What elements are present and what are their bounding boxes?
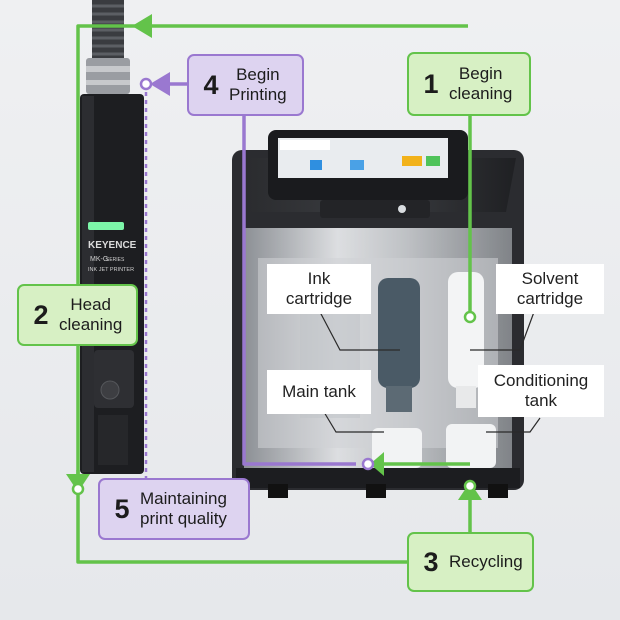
printer-cabinet bbox=[232, 130, 524, 498]
step-4-label-line1: Begin bbox=[236, 65, 280, 84]
conditioning-tank-line2: tank bbox=[524, 391, 558, 410]
ink-cartridge-line2: cartridge bbox=[285, 289, 353, 308]
step-3-number: 3 bbox=[423, 546, 439, 577]
step-5-label-line2: print quality bbox=[140, 509, 227, 528]
green-arrowheads bbox=[66, 14, 482, 500]
step-2-label-line1: Head bbox=[70, 295, 111, 314]
subtitle-text: INK JET PRINTER bbox=[88, 267, 134, 273]
series-text: SERIES bbox=[106, 257, 125, 263]
step-4-label-line2: Printing bbox=[229, 85, 287, 104]
model-text: MK-G bbox=[90, 256, 108, 263]
step-3-label: Recycling bbox=[449, 552, 523, 571]
step-3-recycling: 3 Recycling bbox=[407, 532, 534, 592]
step-1-label-line1: Begin bbox=[458, 64, 503, 83]
step-2-number: 2 bbox=[33, 299, 49, 330]
step-4-number: 4 bbox=[203, 69, 219, 100]
conduit-hose bbox=[86, 0, 130, 94]
leader-lines bbox=[319, 311, 541, 433]
conditioning-tank-line1: Conditioning bbox=[493, 371, 589, 390]
step-5-label-line1: Maintaining bbox=[140, 489, 227, 508]
step-2-label-line2: cleaning bbox=[59, 315, 123, 334]
solvent-cartridge-line1: Solvent bbox=[521, 269, 579, 288]
brand-text: KEYENCE bbox=[88, 240, 137, 251]
purple-arrowheads bbox=[139, 72, 375, 471]
step-1-label-line2: cleaning bbox=[449, 84, 513, 103]
solvent-cartridge-line2: cartridge bbox=[516, 289, 584, 308]
step-1-number: 1 bbox=[423, 68, 439, 99]
ink-cartridge-line1: Ink bbox=[307, 269, 331, 288]
label-main-tank: Main tank bbox=[267, 370, 371, 414]
step-5-number: 5 bbox=[114, 493, 130, 524]
